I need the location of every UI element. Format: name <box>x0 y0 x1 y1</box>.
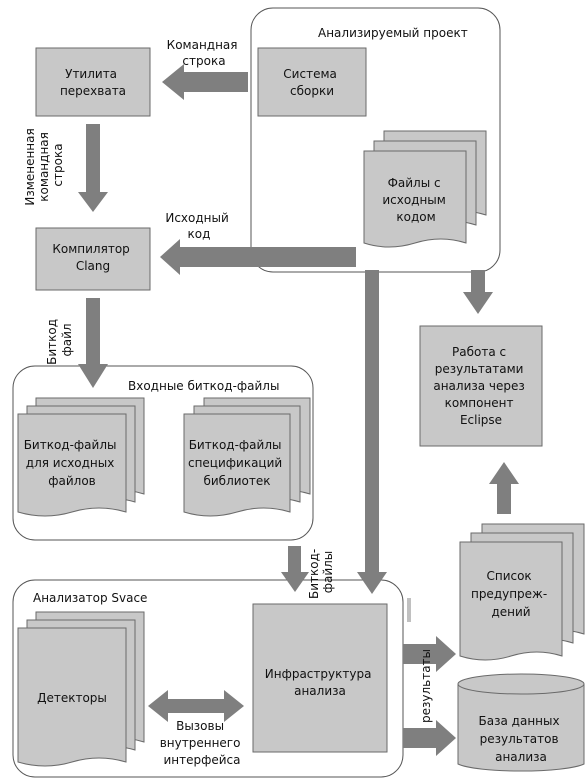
box-eclipse-results <box>419 325 543 447</box>
box-bitcode-sources-label: Биткод-файлы для исходных файлов <box>24 438 121 488</box>
group-analyzed-project-title: Анализируемый проект <box>318 26 468 40</box>
box-intercept-utility-label: Утилита перехвата <box>60 67 126 98</box>
box-analysis-infrastructure-label: Инфраструктура анализа <box>265 667 376 698</box>
label-internal-interface-calls: Вызовы внутреннего интерфейса <box>160 719 245 767</box>
label-bitcode-files: Биткод- файлы <box>307 545 335 599</box>
label-results: результаты <box>419 649 433 723</box>
box-bitcode-sources-stack <box>17 397 145 517</box>
arrow-detectors-infrastructure-bidirectional <box>148 690 244 722</box>
arrow-warnings-to-eclipse <box>489 462 519 514</box>
arrow-sources-to-eclipse <box>463 270 493 314</box>
box-bitcode-libraries-stack <box>183 397 311 517</box>
box-warnings-list-label: Список предупреж- дений <box>471 569 551 619</box>
box-analysis-infrastructure <box>252 603 388 753</box>
box-warnings-list-stack <box>459 523 585 661</box>
arrow-bitcode-to-analyzer <box>281 546 309 592</box>
arrow-sources-to-infrastructure <box>357 270 387 594</box>
arrow-infrastructure-to-warnings <box>403 636 456 672</box>
label-modified-command-line: Измененная командная строка <box>23 124 65 205</box>
separator-mark <box>407 598 411 622</box>
label-command-line: Командная строка <box>167 38 242 68</box>
box-build-system-label: Система сборки <box>283 67 340 98</box>
box-results-database-label: База данных результатов анализа <box>479 714 564 764</box>
arrow-infrastructure-to-database <box>403 720 456 756</box>
box-bitcode-libraries-label: Биткод-файлы спецификаций библиотек <box>188 438 286 488</box>
group-svace-analyzer-title: Анализатор Svace <box>33 591 147 605</box>
box-build-system <box>257 47 367 117</box>
label-bitcode-file: Биткод файл <box>45 315 74 365</box>
box-detectors-label: Детекторы <box>37 691 107 705</box>
box-results-database <box>457 673 585 772</box>
box-detectors-stack <box>17 611 145 767</box>
label-source-code: Исходный код <box>165 211 232 241</box>
box-source-files-stack <box>363 130 487 248</box>
group-input-bitcode-title: Входные биткод-файлы <box>128 379 279 393</box>
box-intercept-utility <box>35 47 151 117</box>
box-source-files-label: Файлы с исходным кодом <box>382 176 449 224</box>
arrow-intercept-to-compiler <box>78 124 108 212</box>
box-clang-compiler-label: Компилятор Clang <box>52 242 133 273</box>
arrow-build-to-intercept <box>162 64 248 100</box>
box-clang-compiler <box>35 227 151 291</box>
arrow-compiler-to-bitcode <box>78 298 108 388</box>
arrow-sources-to-compiler <box>160 239 356 275</box>
box-eclipse-results-label: Работа с результатами анализа через комп… <box>433 345 528 427</box>
